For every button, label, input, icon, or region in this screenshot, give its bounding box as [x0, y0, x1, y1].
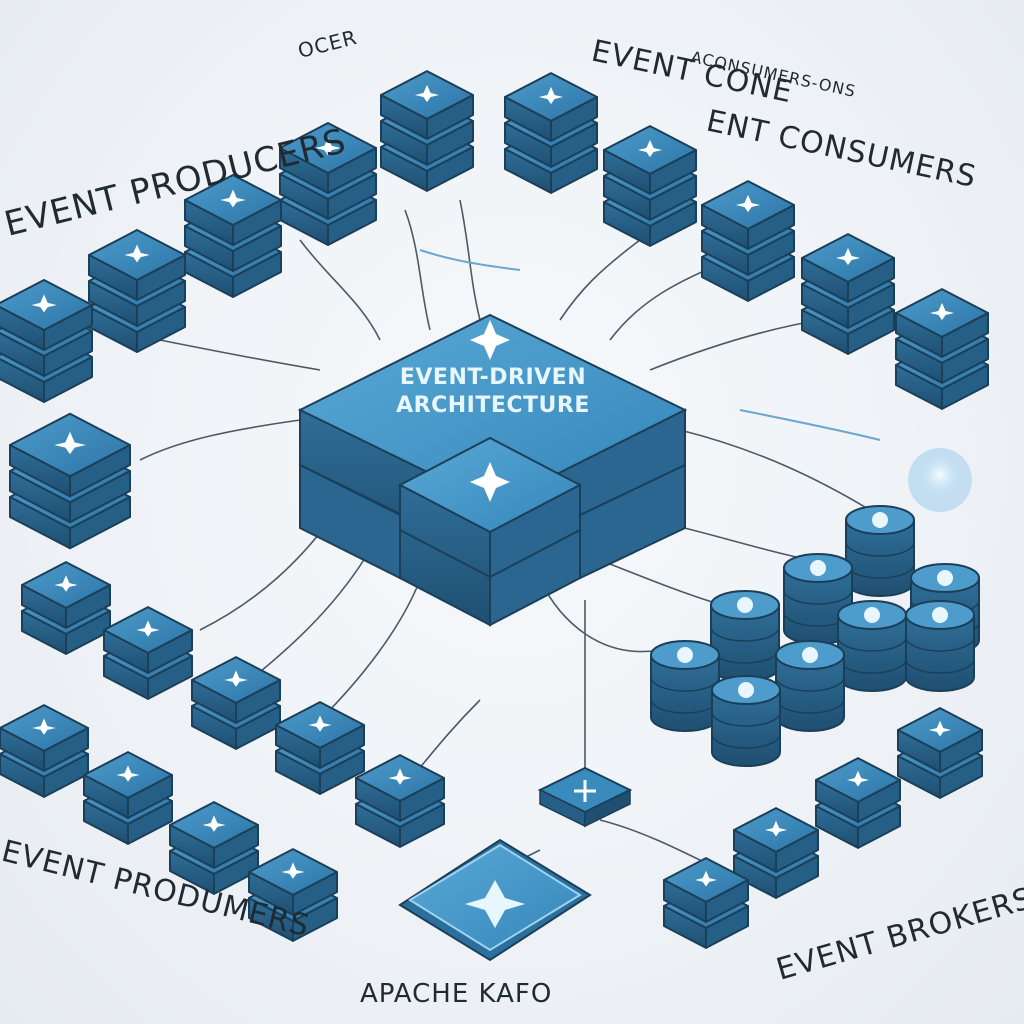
center-title-line2: ARCHITECTURE [396, 393, 590, 418]
server-node [275, 701, 365, 795]
star-icon [31, 294, 57, 313]
label-consumers-line2: ENT CONSUMERS [703, 104, 979, 195]
connector-line [199, 519, 331, 631]
star-icon [846, 770, 870, 787]
star-icon [677, 647, 693, 663]
server-node [895, 288, 989, 410]
connector-line [739, 409, 881, 441]
star-icon [124, 244, 150, 263]
server-node [663, 857, 749, 949]
star-icon [810, 560, 826, 576]
server-node [83, 751, 173, 845]
server-node [701, 180, 795, 302]
star-icon [932, 607, 948, 623]
star-icon [308, 715, 332, 732]
server-node [184, 174, 282, 298]
star-icon [224, 670, 248, 687]
broker-cylinder [710, 590, 780, 682]
connector-line [419, 249, 521, 271]
star-icon [414, 84, 440, 103]
star-icon [637, 139, 663, 158]
server-node [88, 229, 186, 353]
connector-line [649, 319, 821, 371]
star-icon [937, 570, 953, 586]
star-icon [202, 815, 226, 832]
server-node [103, 606, 193, 700]
connector-line [559, 239, 641, 321]
star-icon [136, 620, 160, 637]
server-node [0, 704, 89, 798]
star-icon [835, 247, 861, 266]
server-node [355, 754, 445, 848]
server-node [9, 412, 131, 550]
star-icon [738, 682, 754, 698]
connector-line [459, 199, 481, 321]
server-node [815, 757, 901, 849]
star-icon [872, 512, 888, 528]
label-kafka: APACHE KAFO [360, 979, 552, 1009]
kafka-node [398, 766, 633, 962]
server-node [897, 707, 983, 799]
broker-cylinder [711, 675, 781, 767]
star-icon [694, 870, 718, 887]
star-icon [315, 137, 341, 156]
star-icon [928, 720, 952, 737]
star-icon [54, 431, 86, 455]
broker-cylinder [837, 600, 907, 692]
broker-cylinder [905, 600, 975, 692]
server-node [279, 122, 377, 246]
connector-line [539, 579, 661, 653]
star-icon [116, 765, 140, 782]
server-node [21, 561, 111, 655]
star-icon [802, 647, 818, 663]
broker-cylinder [650, 640, 720, 732]
central-hub: EVENT-DRIVEN ARCHITECTURE [297, 313, 688, 627]
connector-line [139, 419, 301, 461]
hub-flank-left [299, 463, 401, 580]
server-node [504, 72, 598, 194]
server-node [380, 70, 474, 192]
star-icon [735, 194, 761, 213]
label-brokers: EVENT BROKERS [773, 881, 1024, 988]
server-node [801, 233, 895, 355]
connector-line [319, 579, 421, 721]
broker-cylinder [845, 505, 915, 597]
server-node [248, 848, 338, 942]
star-icon [864, 607, 880, 623]
connector-line [249, 549, 371, 681]
connector-line [679, 429, 871, 511]
server-node [733, 807, 819, 899]
star-icon [220, 189, 246, 208]
server-node [603, 125, 697, 247]
star-icon [32, 718, 56, 735]
connector-line [159, 339, 321, 371]
star-icon [929, 302, 955, 321]
label-consumers-line1: EVENT CONE [588, 34, 796, 111]
star-icon [737, 597, 753, 613]
star-icon [470, 462, 510, 502]
connector-line [404, 209, 431, 331]
star-icon [388, 768, 412, 785]
star-icon [281, 862, 305, 879]
star-icon [54, 575, 78, 592]
server-node [169, 801, 259, 895]
label-producers-top-suffix: OCER [295, 25, 359, 63]
broker-cylinder [775, 640, 845, 732]
server-node [0, 279, 93, 403]
star-icon [764, 820, 788, 837]
star-icon [538, 86, 564, 105]
connector-line [299, 239, 381, 341]
server-node [191, 656, 281, 750]
star-icon [470, 320, 510, 360]
star-icon [465, 880, 525, 928]
node-stacks [0, 70, 989, 949]
cross-icon [574, 780, 596, 802]
hub-flank-right [579, 463, 686, 580]
center-title-line1: EVENT-DRIVEN [400, 365, 586, 390]
